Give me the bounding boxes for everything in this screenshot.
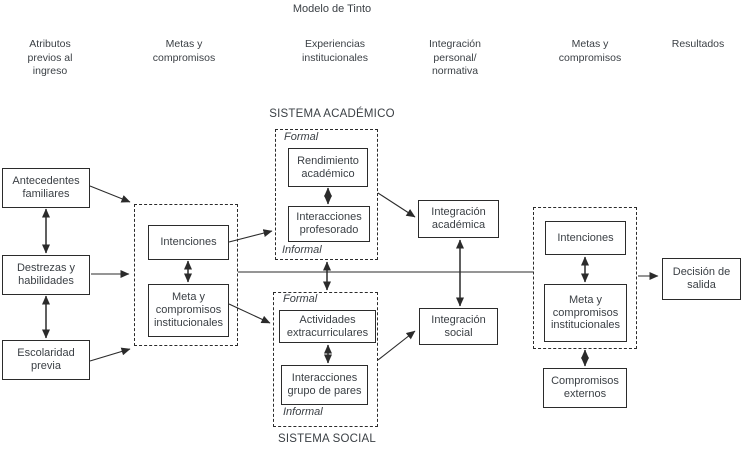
node-meta-compromisos-institucionales-1: Meta y compromisos institucionales bbox=[148, 284, 229, 337]
sistema-social-label: SISTEMA SOCIAL bbox=[277, 433, 377, 445]
node-integracion-social: Integración social bbox=[419, 308, 498, 345]
node-intenciones-2: Intenciones bbox=[545, 221, 626, 255]
dashed-group-metas-compromisos-1 bbox=[134, 204, 238, 346]
node-integracion-academica: Integración académica bbox=[418, 200, 499, 238]
column-header-resultados: Resultados bbox=[671, 38, 725, 50]
node-label: Escolaridad previa bbox=[17, 347, 75, 372]
arrow-escolaridad-to-metas1 bbox=[89, 347, 131, 362]
node-rendimiento-academico: Rendimiento académico bbox=[288, 148, 368, 187]
arrow-antecedentes-to-metas1 bbox=[89, 185, 131, 203]
node-label: Destrezas y habilidades bbox=[16, 262, 76, 287]
node-label: Interacciones profesorado bbox=[296, 211, 362, 236]
node-compromisos-externos: Compromisos externos bbox=[543, 368, 627, 408]
arrow-social-to-integracion-social bbox=[377, 330, 416, 361]
node-interacciones-grupo-pares: Interacciones grupo de pares bbox=[281, 365, 368, 405]
node-label: Compromisos externos bbox=[551, 375, 619, 400]
column-header-metas-compromisos-2: Metas y compromisos bbox=[558, 38, 622, 64]
node-destrezas-habilidades: Destrezas y habilidades bbox=[2, 255, 90, 295]
formal-label-social: Formal bbox=[283, 293, 318, 305]
node-actividades-extracurriculares: Actividades extracurriculares bbox=[279, 310, 376, 343]
node-label: Intenciones bbox=[160, 236, 217, 249]
column-header-experiencias-institucionales: Experiencias institucionales bbox=[302, 38, 368, 64]
node-label: Intenciones bbox=[557, 231, 614, 244]
column-header-integracion-personal-normativa: Integración personal/ normativa bbox=[429, 38, 481, 78]
node-intenciones-1: Intenciones bbox=[148, 225, 229, 260]
node-label: Antecedentes familiares bbox=[12, 175, 80, 200]
dashed-group-metas-compromisos-2 bbox=[533, 207, 637, 349]
sistema-academico-label: SISTEMA ACADÉMICO bbox=[269, 108, 395, 120]
arrow-academico-to-integracion-academica bbox=[377, 192, 416, 218]
diagram-title: Modelo de Tinto bbox=[292, 3, 372, 15]
informal-label-academico: Informal bbox=[282, 244, 322, 256]
node-label: Integración académica bbox=[431, 206, 486, 231]
node-label: Integración social bbox=[431, 313, 486, 339]
node-meta-compromisos-institucionales-2: Meta y compromisos institucionales bbox=[544, 284, 627, 342]
node-label: Meta y compromisos institucionales bbox=[153, 291, 224, 329]
dashed-group-sistema-academico bbox=[275, 129, 378, 260]
node-label: Meta y compromisos institucionales bbox=[550, 293, 621, 332]
column-header-atributos-previos: Atributos previos al ingreso bbox=[27, 38, 73, 78]
informal-label-social: Informal bbox=[283, 406, 323, 418]
node-label: Decisión de salida bbox=[672, 266, 731, 291]
node-escolaridad-previa: Escolaridad previa bbox=[2, 340, 90, 380]
node-label: Rendimiento académico bbox=[297, 154, 359, 180]
node-label: Interacciones grupo de pares bbox=[287, 372, 362, 397]
node-interacciones-profesorado: Interacciones profesorado bbox=[288, 206, 370, 242]
column-header-metas-compromisos-1: Metas y compromisos bbox=[152, 38, 216, 64]
node-antecedentes-familiares: Antecedentes familiares bbox=[2, 168, 90, 208]
dashed-group-sistema-social bbox=[273, 292, 378, 427]
node-label: Actividades extracurriculares bbox=[286, 313, 369, 339]
node-decision-salida: Decisión de salida bbox=[662, 258, 741, 300]
formal-label-academico: Formal bbox=[284, 131, 319, 143]
